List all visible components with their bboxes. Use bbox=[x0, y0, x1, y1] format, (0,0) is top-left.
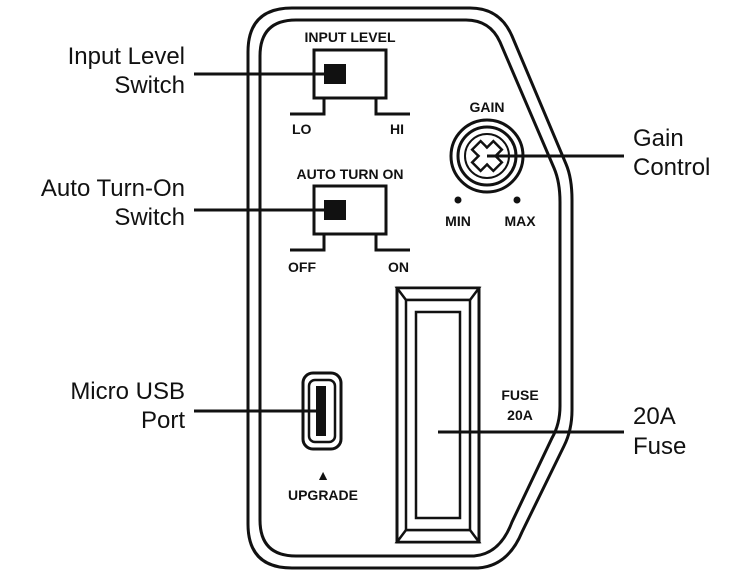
auto-turn-on-switch[interactable]: AUTO TURN ON OFF ON bbox=[288, 166, 410, 275]
callout-auto-turn-on-line2: Switch bbox=[114, 204, 185, 231]
gain-control[interactable]: GAIN MIN MAX bbox=[445, 99, 536, 229]
leader-lines bbox=[194, 72, 624, 434]
input-level-lo-leg bbox=[290, 98, 326, 116]
auto-turn-on-off-label: OFF bbox=[288, 259, 316, 275]
gain-max-label: MAX bbox=[504, 213, 536, 229]
gain-min-dot bbox=[454, 196, 462, 204]
callout-auto-turn-on-line1: Auto Turn-On bbox=[41, 175, 185, 202]
input-level-lo-label: LO bbox=[292, 121, 312, 137]
auto-turn-on-title: AUTO TURN ON bbox=[296, 166, 403, 182]
upgrade-label: UPGRADE bbox=[288, 487, 358, 503]
auto-turn-on-on-label: ON bbox=[388, 259, 409, 275]
fuse-holder[interactable] bbox=[394, 286, 482, 544]
fuse-label-line2: 20A bbox=[507, 407, 533, 423]
callout-gain-line1: Gain bbox=[633, 125, 684, 152]
callout-gain-line2: Control bbox=[633, 154, 710, 181]
callout-auto-turn-on: Auto Turn-On Switch bbox=[41, 175, 185, 231]
gain-title: GAIN bbox=[470, 99, 505, 115]
callout-fuse-line2: Fuse bbox=[633, 433, 686, 460]
upgrade-arrow-icon: ▲ bbox=[316, 467, 330, 483]
fuse-holder-bevel-top bbox=[394, 286, 482, 302]
callout-micro-usb-line1: Micro USB bbox=[70, 378, 185, 405]
fuse-label-line1: FUSE bbox=[501, 387, 538, 403]
callout-gain: Gain Control bbox=[633, 125, 710, 181]
callout-fuse: 20A Fuse bbox=[633, 403, 686, 460]
callout-input-level-line1: Input Level bbox=[68, 43, 185, 70]
callout-input-level: Input Level Switch bbox=[68, 43, 185, 99]
auto-turn-on-on-leg bbox=[374, 234, 410, 252]
callout-fuse-line1: 20A bbox=[633, 403, 676, 430]
fuse-holder-core bbox=[414, 310, 462, 520]
input-level-hi-leg bbox=[374, 98, 410, 116]
gain-min-label: MIN bbox=[445, 213, 471, 229]
auto-turn-on-off-leg bbox=[290, 234, 326, 252]
input-level-hi-label: HI bbox=[390, 121, 404, 137]
gain-max-dot bbox=[513, 196, 521, 204]
callout-input-level-line2: Switch bbox=[114, 72, 185, 99]
input-level-switch[interactable]: INPUT LEVEL LO HI bbox=[290, 29, 410, 137]
fuse-holder-bevel-bottom bbox=[394, 528, 482, 544]
callout-micro-usb: Micro USB Port bbox=[70, 378, 185, 434]
input-level-title: INPUT LEVEL bbox=[304, 29, 395, 45]
callout-micro-usb-line2: Port bbox=[141, 407, 185, 434]
